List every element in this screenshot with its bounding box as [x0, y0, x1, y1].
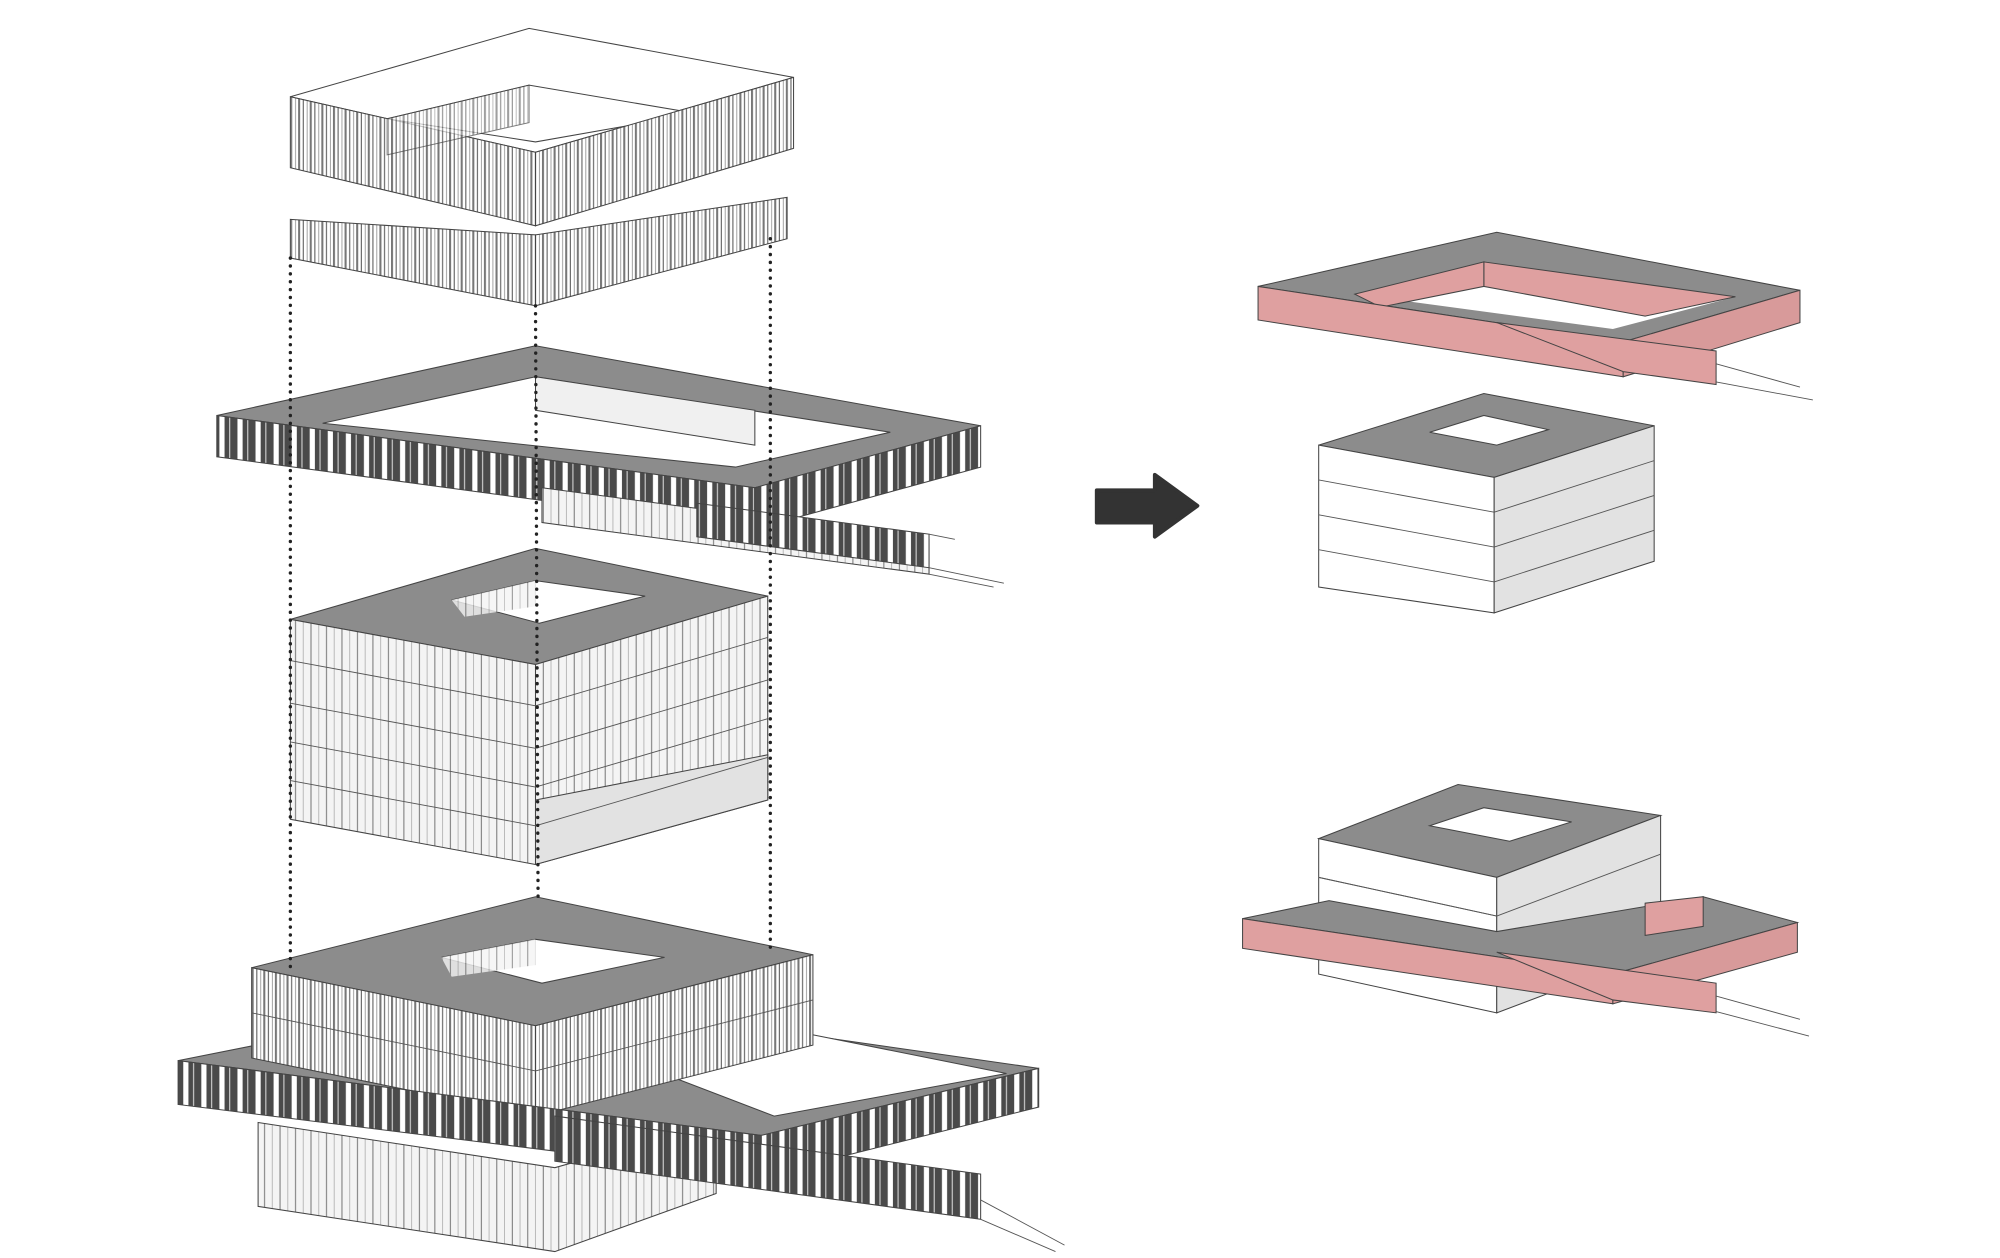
alignment-dotted-lines	[288, 237, 773, 970]
facade-ring-top	[289, 27, 795, 227]
arrow-right-icon	[1094, 472, 1200, 539]
middle-block	[289, 547, 769, 866]
simplified-upper-ring-highlighted	[1257, 231, 1813, 401]
facade-strip	[289, 196, 788, 307]
simplified-middle-block	[1318, 392, 1655, 614]
upper-slab-ring	[216, 345, 1004, 588]
base-building	[177, 896, 1065, 1253]
simplified-base-with-highlighted-ring	[1242, 783, 1810, 1037]
